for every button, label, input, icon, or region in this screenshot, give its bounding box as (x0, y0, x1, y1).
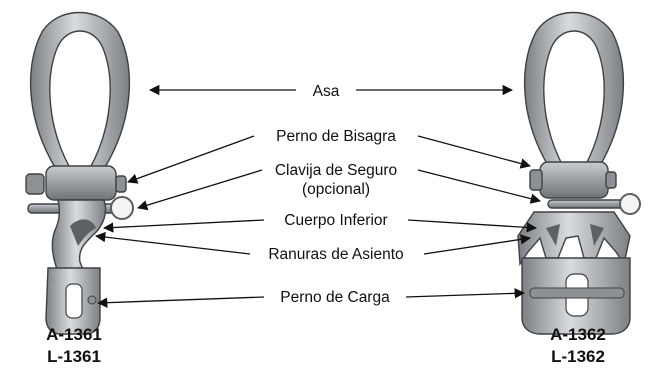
label-handle: Asa (313, 83, 340, 100)
arrow-lower-body-right (407, 219, 538, 233)
left-hinge-pin-head (25, 173, 45, 195)
label-safety-pin-line2: (opcional) (302, 181, 370, 198)
label-load-pin: Perno de Carga (280, 289, 390, 306)
left-clevis-slot (65, 283, 83, 319)
arrow-seating-grooves-left (94, 231, 251, 255)
label-hinge-pin: Perno de Bisagra (276, 128, 396, 145)
arrow-seating-grooves-right (423, 234, 532, 255)
callout-lower-body: Cuerpo Inferior (102, 212, 538, 233)
callout-hinge-pin: Perno de Bisagra (127, 128, 532, 184)
callout-seating-grooves: Ranuras de Asiento (94, 231, 532, 263)
right-hinge-pin-head (529, 169, 543, 191)
right-hinge-pin-end (605, 171, 617, 189)
left-safety-pin-ring (110, 196, 134, 220)
arrow-load-pin-right (405, 288, 526, 299)
right-safety-pin (547, 199, 631, 209)
callout-load-pin: Perno de Carga (96, 288, 526, 308)
right-safety-pin-ring (619, 193, 641, 215)
arrow-safety-pin-right (417, 169, 542, 204)
right-model-numbers: A-1362 L-1362 (550, 325, 606, 366)
arrow-lower-body-left (102, 219, 265, 233)
arrow-hinge-pin-right (417, 135, 532, 169)
left-model-line2: L-1361 (47, 347, 101, 366)
left-hinge-block (45, 165, 117, 201)
left-shackle (25, 11, 134, 335)
left-model-numbers: A-1361 L-1361 (46, 325, 102, 366)
right-lower-body (517, 211, 631, 267)
label-lower-body: Cuerpo Inferior (284, 212, 387, 229)
arrow-safety-pin-left (137, 169, 263, 211)
label-seating-grooves: Ranuras de Asiento (268, 246, 403, 263)
right-model-line1: A-1362 (550, 325, 606, 344)
left-hinge-pin-end (115, 175, 127, 193)
right-hinge-block (539, 161, 609, 199)
left-load-pin (87, 295, 97, 305)
left-handle (29, 11, 131, 179)
right-handle (523, 11, 625, 179)
callout-safety-pin: Clavija de Seguro (opcional) (137, 162, 542, 211)
callout-handle: Asa (148, 83, 514, 100)
right-shackle (517, 11, 641, 335)
left-seating-groove (70, 219, 96, 246)
arrow-hinge-pin-left (127, 135, 255, 184)
label-safety-pin-line1: Clavija de Seguro (275, 162, 397, 179)
right-seating-groove-right (590, 224, 604, 246)
right-load-pin (529, 287, 625, 299)
right-seating-groove-left (546, 224, 560, 246)
left-model-line1: A-1361 (46, 325, 102, 344)
right-model-line2: L-1362 (551, 347, 605, 366)
arrow-load-pin-left (96, 296, 265, 308)
